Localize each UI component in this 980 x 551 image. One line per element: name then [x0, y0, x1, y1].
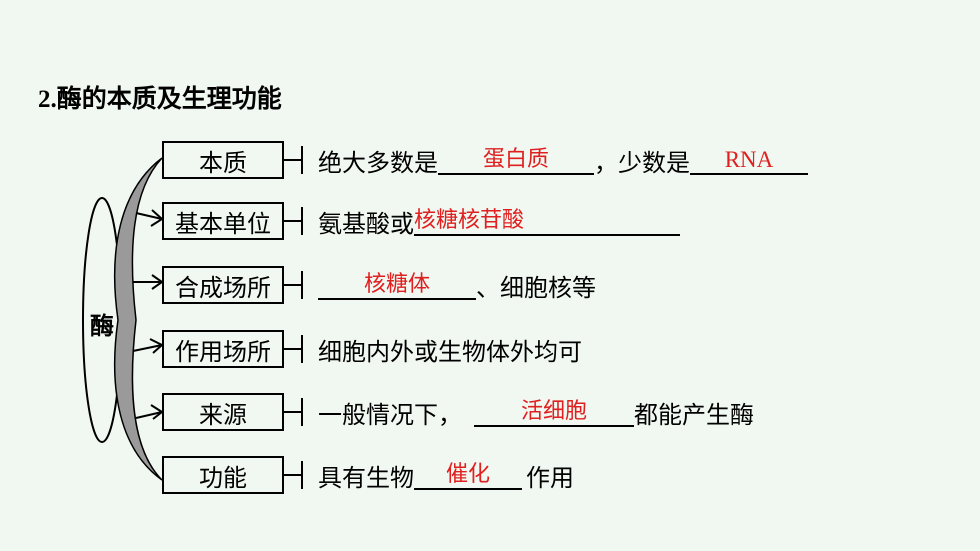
brace-shape [113, 157, 163, 481]
row-function-text: 具有生物 催化 作用 [318, 456, 574, 494]
row-synthesis-site-text: 核糖体 、细胞核等 [318, 266, 596, 304]
center-label: 酶 [90, 312, 114, 340]
row-action-site-text: 细胞内外或生物体外均可 [318, 330, 582, 368]
box-action-site: 作用场所 [162, 330, 284, 368]
row-nature-text: 绝大多数是 蛋白质 ，少数是 RNA [318, 141, 808, 179]
box-function: 功能 [162, 456, 284, 494]
row-nature-before: 绝大多数是 [318, 148, 438, 177]
row-basic-unit-before: 氨基酸或 [318, 209, 414, 238]
blank-source: 活细胞 [474, 397, 634, 427]
answer-rna: RNA [724, 147, 774, 172]
box-basic-unit: 基本单位 [162, 202, 284, 240]
answer-catalysis: 催化 [445, 462, 490, 487]
row-source-text: 一般情况下， 活细胞 都能产生酶 [318, 393, 754, 431]
row-source-after: 都能产生酶 [634, 400, 754, 429]
box-source: 来源 [162, 393, 284, 431]
row-basic-unit-text: 氨基酸或 核糖核苷酸 [318, 202, 680, 240]
answer-living-cell: 活细胞 [520, 399, 587, 424]
answer-ribosome: 核糖体 [363, 272, 430, 297]
answer-ribonucleotide: 核糖核苷酸 [414, 208, 525, 233]
blank-function: 催化 [414, 460, 522, 490]
row-action-site-before: 细胞内外或生物体外均可 [318, 337, 582, 366]
page-title: 2.酶的本质及生理功能 [38, 83, 282, 116]
row-nature-mid: ，少数是 [594, 148, 690, 177]
row-function-after: 作用 [526, 463, 574, 492]
branch-arrows [132, 209, 164, 420]
blank-nature-2: RNA [690, 145, 808, 175]
box-nature: 本质 [162, 141, 284, 179]
blank-basic-unit: 核糖核苷酸 [414, 206, 680, 236]
row-function-before: 具有生物 [318, 463, 414, 492]
title-number: 2 [38, 86, 51, 113]
answer-protein: 蛋白质 [482, 147, 549, 172]
row-synthesis-site-after: 、细胞核等 [476, 273, 596, 302]
box-synthesis-site: 合成场所 [162, 266, 284, 304]
title-text: 酶的本质及生理功能 [56, 84, 282, 113]
row-source-before: 一般情况下， [318, 400, 462, 429]
title-dot: . [50, 86, 57, 113]
connector-ticks [284, 146, 303, 489]
blank-synthesis-site: 核糖体 [318, 270, 476, 300]
blank-nature-1: 蛋白质 [438, 145, 594, 175]
